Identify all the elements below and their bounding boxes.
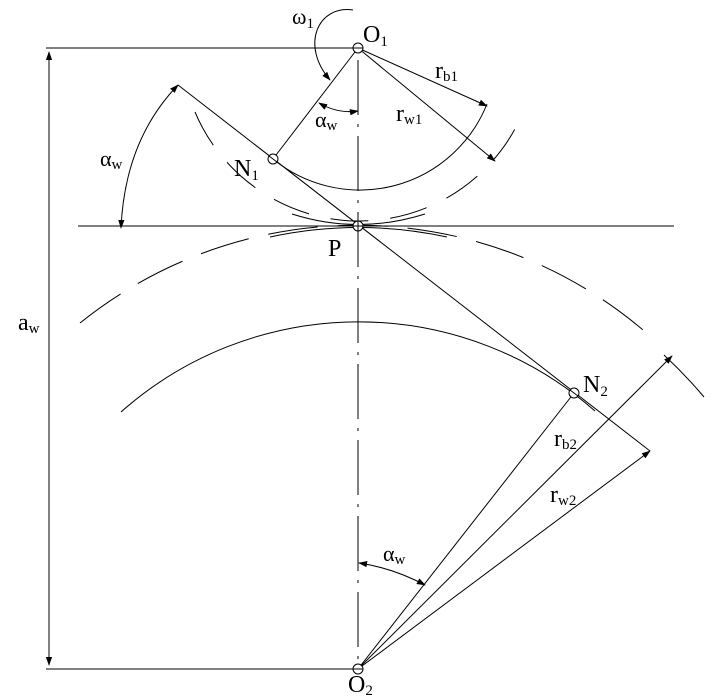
point-n2-marker [568, 387, 580, 399]
label-alpha-w-bottom: αw [383, 541, 406, 568]
angle-arc-alpha-w-top [318, 102, 359, 116]
label-omega1: ω1 [292, 4, 314, 32]
point-o1-marker [352, 42, 364, 54]
label-alpha-w-top: αw [315, 107, 338, 134]
radius-rb1 [357, 47, 488, 107]
label-aw: aw [18, 310, 40, 337]
line-of-action [177, 84, 651, 452]
radius-to-arrow-point [357, 450, 651, 670]
label-rw2: rw2 [550, 482, 576, 509]
radius-line-o1-n1 [272, 47, 359, 160]
base-circle-1 [272, 103, 488, 191]
label-alpha-w-left: αw [100, 146, 123, 173]
angle-arc-alpha-w-bottom [358, 561, 426, 586]
point-o2-marker [352, 663, 364, 675]
label-rw1: rw1 [396, 101, 422, 128]
point-n1-marker [267, 153, 279, 165]
label-rb1: rb1 [435, 58, 458, 85]
radius-rb2 [357, 392, 575, 670]
angular-velocity-arrow [314, 9, 354, 81]
label-rb2: rb2 [554, 426, 577, 453]
label-o1: O1 [363, 22, 388, 50]
addendum-arc-2 [663, 354, 705, 398]
base-circle-2 [120, 321, 596, 413]
label-o2: O2 [348, 672, 373, 699]
angle-arc-alpha-w-left [118, 84, 179, 229]
label-n1: N1 [234, 156, 259, 184]
pitch-circle-2 [79, 224, 644, 331]
radius-rw1 [357, 47, 496, 162]
radius-rw2 [357, 355, 673, 670]
label-p: P [328, 236, 341, 262]
label-n2: N2 [583, 372, 608, 400]
pitch-point-marker [352, 220, 364, 232]
